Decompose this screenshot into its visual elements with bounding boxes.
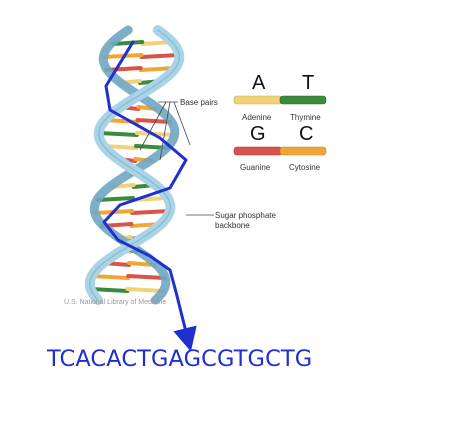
base-pair-rung-left: [89, 274, 131, 280]
backbone-label-line2: backbone: [215, 221, 250, 230]
base-pairs-callout: Base pairs: [139, 98, 218, 161]
image-credit: U.S. National Library of Medicine: [64, 299, 166, 306]
thymine-swatch: [279, 95, 327, 105]
backbone-label-line1: Sugar phosphate: [215, 211, 276, 220]
legend-letter-t: T: [302, 72, 314, 94]
base-pair-rung-left: [130, 209, 172, 215]
base-pairs-label: Base pairs: [180, 98, 218, 107]
base-pair-rung-right: [135, 118, 173, 124]
guanine-label: Guanine: [240, 163, 271, 172]
sequence-trace-arrow: [102, 40, 197, 352]
base-pair-rung-left: [139, 53, 182, 59]
base-pair-rung-left: [96, 131, 139, 137]
base-pair-rung-left: [88, 287, 130, 293]
backbone-strand-front-edge: [89, 29, 180, 301]
legend-pair-gc: G C Guanine Cytosine: [233, 123, 327, 172]
adenine-swatch: [233, 95, 283, 105]
guanine-swatch: [233, 146, 283, 156]
legend-pair-at: A T Adenine Thymine: [233, 72, 327, 122]
base-pair-rungs: [88, 40, 182, 293]
cytosine-label: Cytosine: [289, 163, 321, 172]
cytosine-swatch: [279, 146, 327, 156]
base-pair-rung-right: [96, 196, 135, 202]
adenine-label: Adenine: [242, 113, 272, 122]
base-pair-rung-right: [110, 40, 145, 46]
base-pair-legend: A T Adenine Thymine G C Guanine Cytosine: [233, 72, 327, 172]
legend-letter-a: A: [252, 72, 266, 94]
backbone-callout: Sugar phosphate backbone: [186, 211, 276, 230]
thymine-label: Thymine: [290, 113, 321, 122]
legend-letter-c: C: [299, 123, 313, 145]
dna-sequence: TCACACTGAGCGTGCTG: [47, 346, 313, 372]
base-pair-rung-right: [126, 274, 167, 280]
legend-letter-g: G: [250, 123, 266, 145]
